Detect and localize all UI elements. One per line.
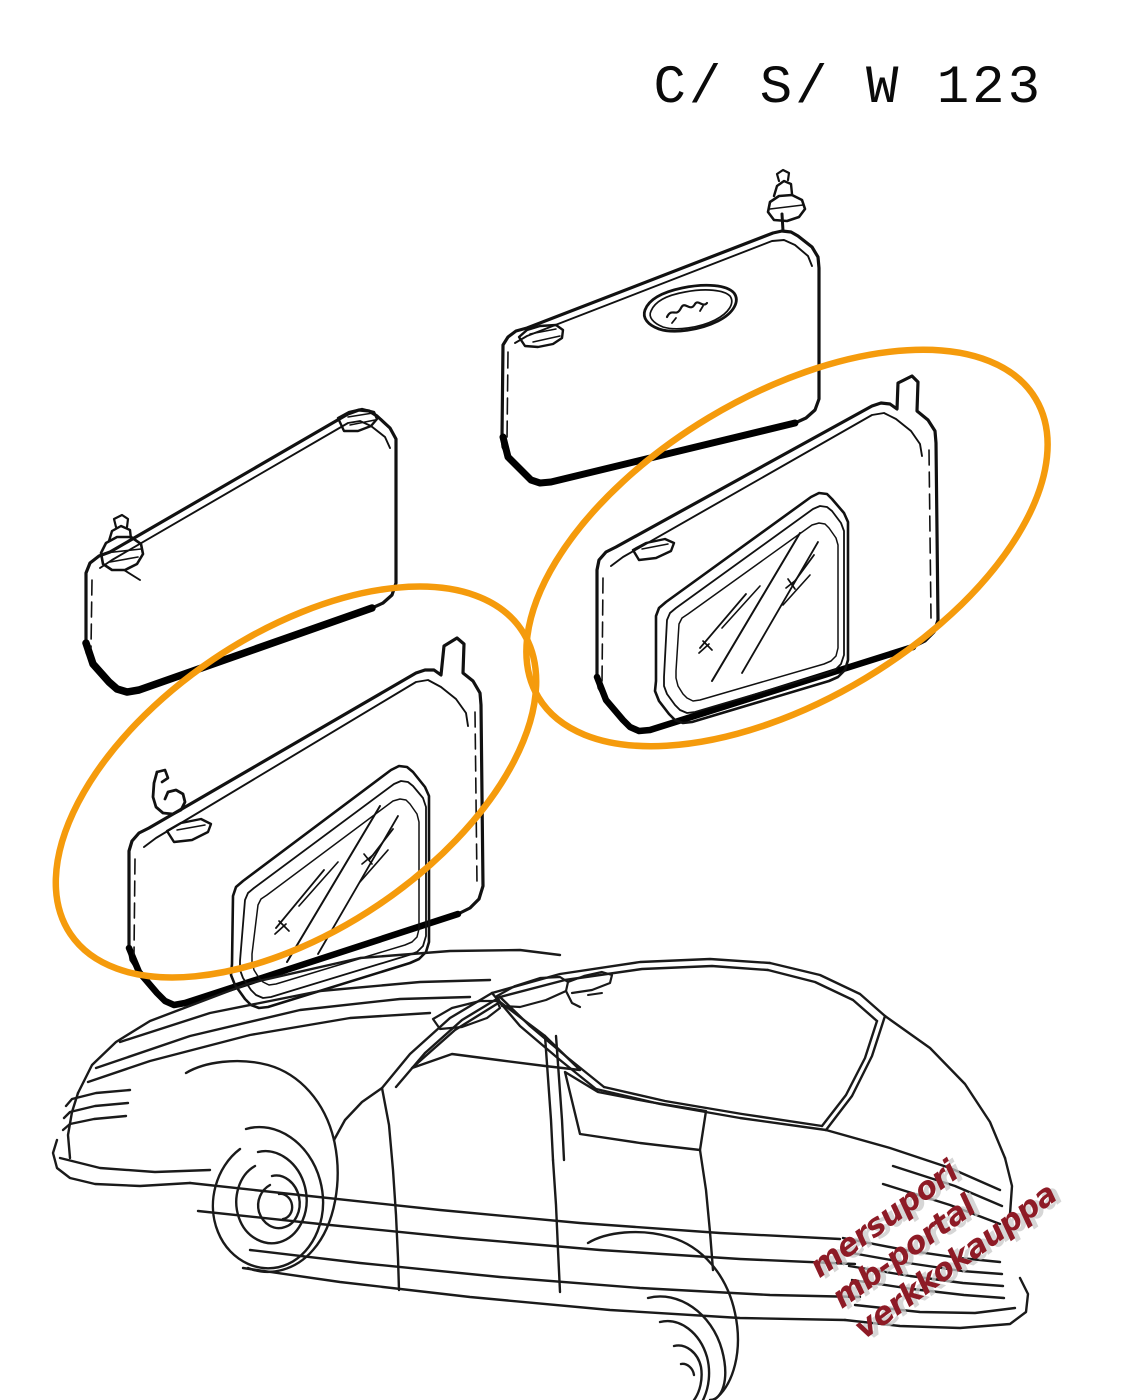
highlight-ellipses xyxy=(52,346,1051,981)
page-title: C/ S/ W 123 xyxy=(653,58,1043,119)
watermark: mersupori mersupori mb-portal mb-portal … xyxy=(803,1153,1069,1347)
vehicle-w123-sedan xyxy=(51,948,1030,1400)
highlight-ellipse-upper-right xyxy=(523,346,1051,750)
highlight-ellipse-lower-left xyxy=(52,583,540,981)
part-visor-plain-right xyxy=(499,168,821,487)
part-visor-plain-left xyxy=(82,407,398,696)
part-visor-mirror-right xyxy=(593,374,940,735)
